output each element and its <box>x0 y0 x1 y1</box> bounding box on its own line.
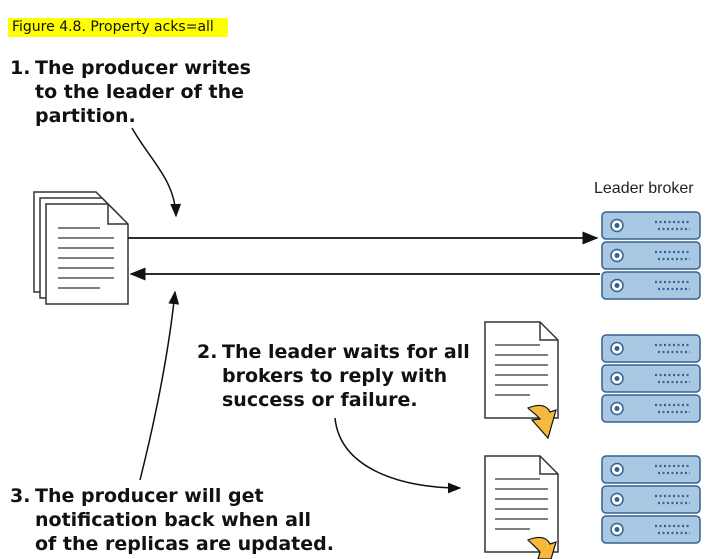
step-1-line-1: The producer writes <box>35 57 251 79</box>
replica-document-icon-1 <box>484 321 559 440</box>
step-1-line-2: to the leader of the <box>35 81 244 103</box>
step-3-line-2: notification back when all <box>35 509 312 531</box>
figure-title: Figure 4.8. Property acks=all <box>8 18 228 37</box>
step-3-pointer <box>139 290 180 481</box>
step-3-line-1: The producer will get <box>35 485 264 507</box>
step-2-line-2: brokers to reply with <box>222 365 448 387</box>
step-1-line-3: partition. <box>35 105 136 127</box>
step-1-pointer <box>131 127 182 218</box>
step-1-number: 1. <box>10 57 31 79</box>
producer-document-stack-icon <box>33 191 129 305</box>
server-unit-icon <box>601 485 701 514</box>
server-unit-icon <box>601 364 701 393</box>
follower-broker-1-server-stack-icon <box>601 334 701 423</box>
server-unit-icon <box>601 455 701 484</box>
step-3-number: 3. <box>10 485 31 507</box>
step-2-line-3: success or failure. <box>222 389 418 411</box>
step-1-caption: 1.The producer writes to the leader of t… <box>10 56 251 128</box>
step-2-number: 2. <box>197 341 218 363</box>
replicate-arrow-icon <box>526 404 557 440</box>
server-unit-icon <box>601 241 701 270</box>
server-unit-icon <box>601 515 701 544</box>
replica-document-icon-2 <box>484 455 559 559</box>
step-2-caption: 2.The leader waits for all brokers to re… <box>197 340 470 412</box>
leader-broker-label: Leader broker <box>594 180 694 197</box>
replicate-arrow-icon <box>526 536 557 559</box>
leader-broker-server-stack-icon <box>601 211 701 300</box>
server-unit-icon <box>601 211 701 240</box>
server-unit-icon <box>601 271 701 300</box>
step-2-pointer <box>334 417 462 494</box>
server-unit-icon <box>601 334 701 363</box>
server-unit-icon <box>601 394 701 423</box>
follower-broker-2-server-stack-icon <box>601 455 701 544</box>
step-2-line-1: The leader waits for all <box>222 341 470 363</box>
step-3-line-3: of the replicas are updated. <box>35 533 334 555</box>
step-3-caption: 3.The producer will get notification bac… <box>10 484 334 556</box>
